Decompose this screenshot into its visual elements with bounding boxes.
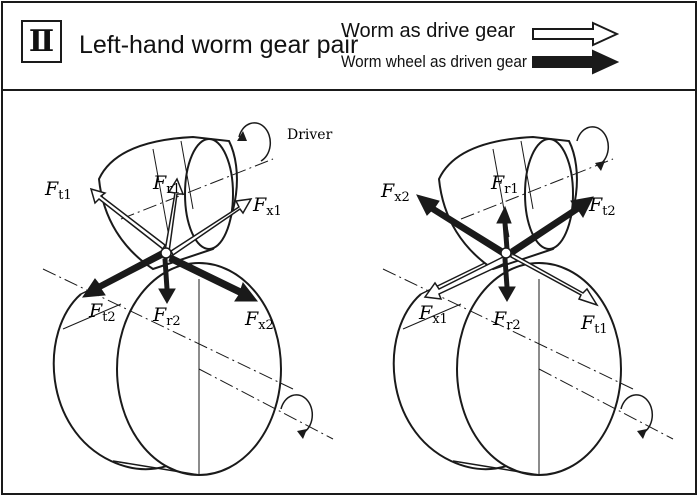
right-ft2-label: Ft2 xyxy=(588,194,616,219)
left-ft1-label: Ft1 xyxy=(44,178,72,203)
header: Ⅱ Left-hand worm gear pair Worm as drive… xyxy=(3,3,695,91)
worm-gear-diagram: Ft1 Fr1 Fx1 Ft2 Fr2 Fx2 Driver xyxy=(42,122,674,476)
right-fr1-label: Fr1 xyxy=(490,172,519,197)
left-fr1-label: Fr1 xyxy=(152,172,181,197)
right-gearset: Fx2 Fr1 Ft2 Fx1 Fr2 Ft1 xyxy=(380,126,674,476)
left-fr2-label: Fr2 xyxy=(152,304,181,329)
right-fx1-label: Fx1 xyxy=(418,302,448,327)
section-number: Ⅱ xyxy=(28,23,55,59)
figure-title: Left-hand worm gear pair xyxy=(79,31,359,59)
right-fr2-label: Fr2 xyxy=(492,308,521,333)
left-fx1-label: Fx1 xyxy=(252,194,282,219)
left-ft2-label: Ft2 xyxy=(88,300,116,325)
legend-drive-label: Worm as drive gear xyxy=(341,20,516,42)
hollow-arrow-icon xyxy=(532,21,619,47)
left-fx2-label: Fx2 xyxy=(244,308,274,333)
left-gearset: Ft1 Fr1 Fx1 Ft2 Fr2 Fx2 Driver xyxy=(42,122,334,476)
legend-driven-label: Worm wheel as driven gear xyxy=(341,52,527,71)
right-fx2-label: Fx2 xyxy=(380,180,410,205)
solid-arrow-icon xyxy=(532,49,619,75)
right-ft1-label: Ft1 xyxy=(580,312,608,337)
driver-label: Driver xyxy=(287,127,333,143)
section-number-box: Ⅱ xyxy=(21,20,62,63)
